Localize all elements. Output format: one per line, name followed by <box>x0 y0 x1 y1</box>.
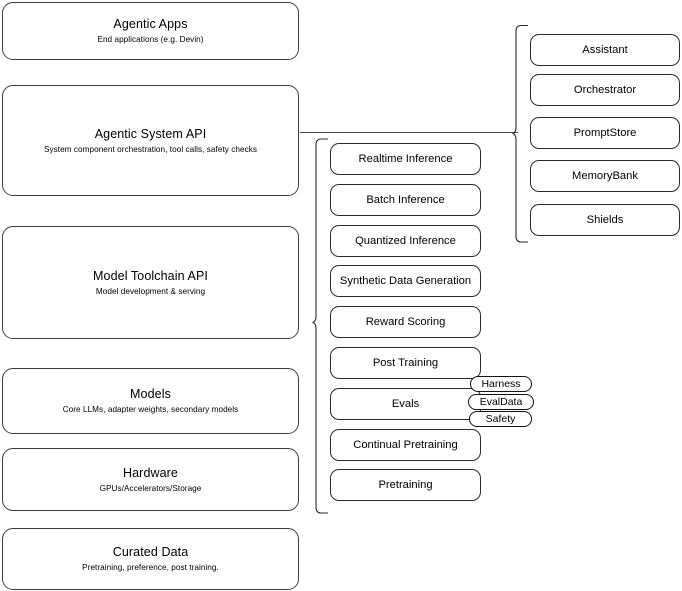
layer-subtitle: System component orchestration, tool cal… <box>43 144 258 154</box>
toolchain-item-post-training[interactable]: Post Training <box>330 347 481 379</box>
toolchain-item-pretraining[interactable]: Pretraining <box>330 469 481 501</box>
system-item-shields[interactable]: Shields <box>530 204 680 236</box>
layer-title: Model Toolchain API <box>93 268 208 283</box>
eval-pill-safety[interactable]: Safety <box>469 411 532 427</box>
stack-layer-model-toolchain-api[interactable]: Model Toolchain API Model development & … <box>2 226 299 339</box>
toolchain-item-quantized-inference[interactable]: Quantized Inference <box>330 225 481 257</box>
layer-title: Agentic System API <box>94 126 207 141</box>
layer-subtitle: Pretraining, preference, post training. <box>82 563 219 572</box>
bracket-system-components <box>512 24 528 243</box>
toolchain-item-reward-scoring[interactable]: Reward Scoring <box>330 306 481 338</box>
toolchain-item-realtime-inference[interactable]: Realtime Inference <box>330 143 481 175</box>
system-item-orchestrator[interactable]: Orchestrator <box>530 74 680 106</box>
system-item-memorybank[interactable]: MemoryBank <box>530 160 680 192</box>
layer-title: Models <box>130 387 171 401</box>
stack-layer-models[interactable]: Models Core LLMs, adapter weights, secon… <box>2 368 299 434</box>
stack-layer-curated-data[interactable]: Curated Data Pretraining, preference, po… <box>2 528 299 590</box>
layer-subtitle: Model development & serving <box>95 286 206 296</box>
layer-subtitle: Core LLMs, adapter weights, secondary mo… <box>62 405 239 414</box>
toolchain-item-synthetic-data-generation[interactable]: Synthetic Data Generation <box>330 265 481 297</box>
toolchain-item-evals[interactable]: Evals <box>330 388 481 420</box>
layer-subtitle: GPUs/Accelerators/Storage <box>99 483 202 493</box>
eval-pill-evaldata[interactable]: EvalData <box>468 394 534 410</box>
stack-layer-hardware[interactable]: Hardware GPUs/Accelerators/Storage <box>2 448 299 511</box>
layer-title: Curated Data <box>112 545 189 559</box>
stack-layer-agentic-system-api[interactable]: Agentic System API System component orch… <box>2 85 299 196</box>
toolchain-item-continual-pretraining[interactable]: Continual Pretraining <box>330 429 481 461</box>
layer-title: Agentic Apps <box>113 17 188 31</box>
connector-system-api-to-components <box>300 132 518 133</box>
layer-title: Hardware <box>123 465 178 480</box>
bracket-toolchain <box>312 138 328 514</box>
stack-layer-agentic-apps[interactable]: Agentic Apps End applications (e.g. Devi… <box>2 2 299 60</box>
system-item-assistant[interactable]: Assistant <box>530 34 680 66</box>
eval-pill-harness[interactable]: Harness <box>470 376 532 392</box>
system-item-promptstore[interactable]: PromptStore <box>530 117 680 149</box>
toolchain-item-batch-inference[interactable]: Batch Inference <box>330 184 481 216</box>
layer-subtitle: End applications (e.g. Devin) <box>97 35 204 44</box>
